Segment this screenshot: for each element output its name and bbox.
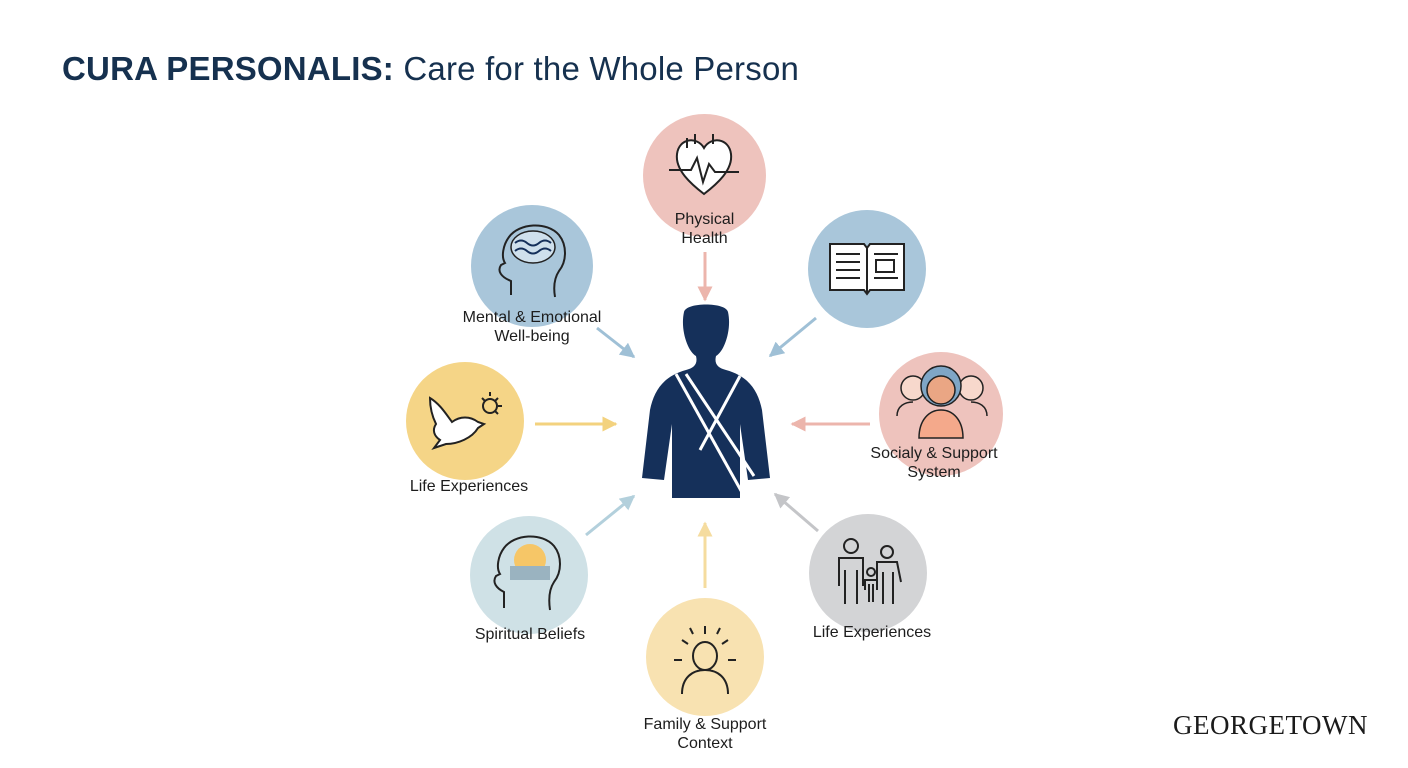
- label-social: Socialy & Support System: [870, 445, 998, 481]
- person-with-sash-icon: [642, 304, 770, 498]
- open-book-icon: [829, 243, 905, 296]
- node-book: [808, 210, 926, 328]
- label-radiant: Family & Support Context: [643, 716, 767, 752]
- label-family-figure: Life Experiences: [812, 624, 932, 641]
- node-social: [879, 352, 1003, 476]
- node-physical: [643, 114, 766, 237]
- heart-pulse-icon: [669, 134, 739, 196]
- title-bold: CURA PERSONALIS:: [62, 50, 394, 87]
- dove-sun-icon: [428, 392, 502, 450]
- head-waves-icon: [498, 224, 566, 298]
- family-figures-icon: [838, 538, 902, 604]
- arrow-book: [768, 316, 817, 358]
- arrow-spiritual: [585, 494, 636, 537]
- radiant-person-icon: [674, 626, 736, 695]
- arrow-family-figure: [773, 492, 819, 533]
- node-mental: [471, 205, 593, 327]
- label-physical: Physical Health: [674, 211, 735, 247]
- node-dove: [406, 362, 524, 480]
- arrow-mental: [596, 326, 636, 359]
- label-spiritual: Spiritual Beliefs: [474, 626, 586, 643]
- node-spiritual: [470, 516, 588, 634]
- label-dove: Life Experiences: [409, 478, 529, 495]
- title-regular: Care for the Whole Person: [394, 50, 800, 87]
- page-title: CURA PERSONALIS: Care for the Whole Pers…: [62, 50, 799, 88]
- head-sunrise-icon: [493, 535, 561, 611]
- node-family-figure: [809, 514, 927, 632]
- node-radiant: [646, 598, 764, 716]
- label-mental: Mental & Emotional Well-being: [462, 309, 602, 345]
- people-group-icon: [896, 365, 988, 439]
- georgetown-logo: GEORGETOWN: [1173, 710, 1368, 740]
